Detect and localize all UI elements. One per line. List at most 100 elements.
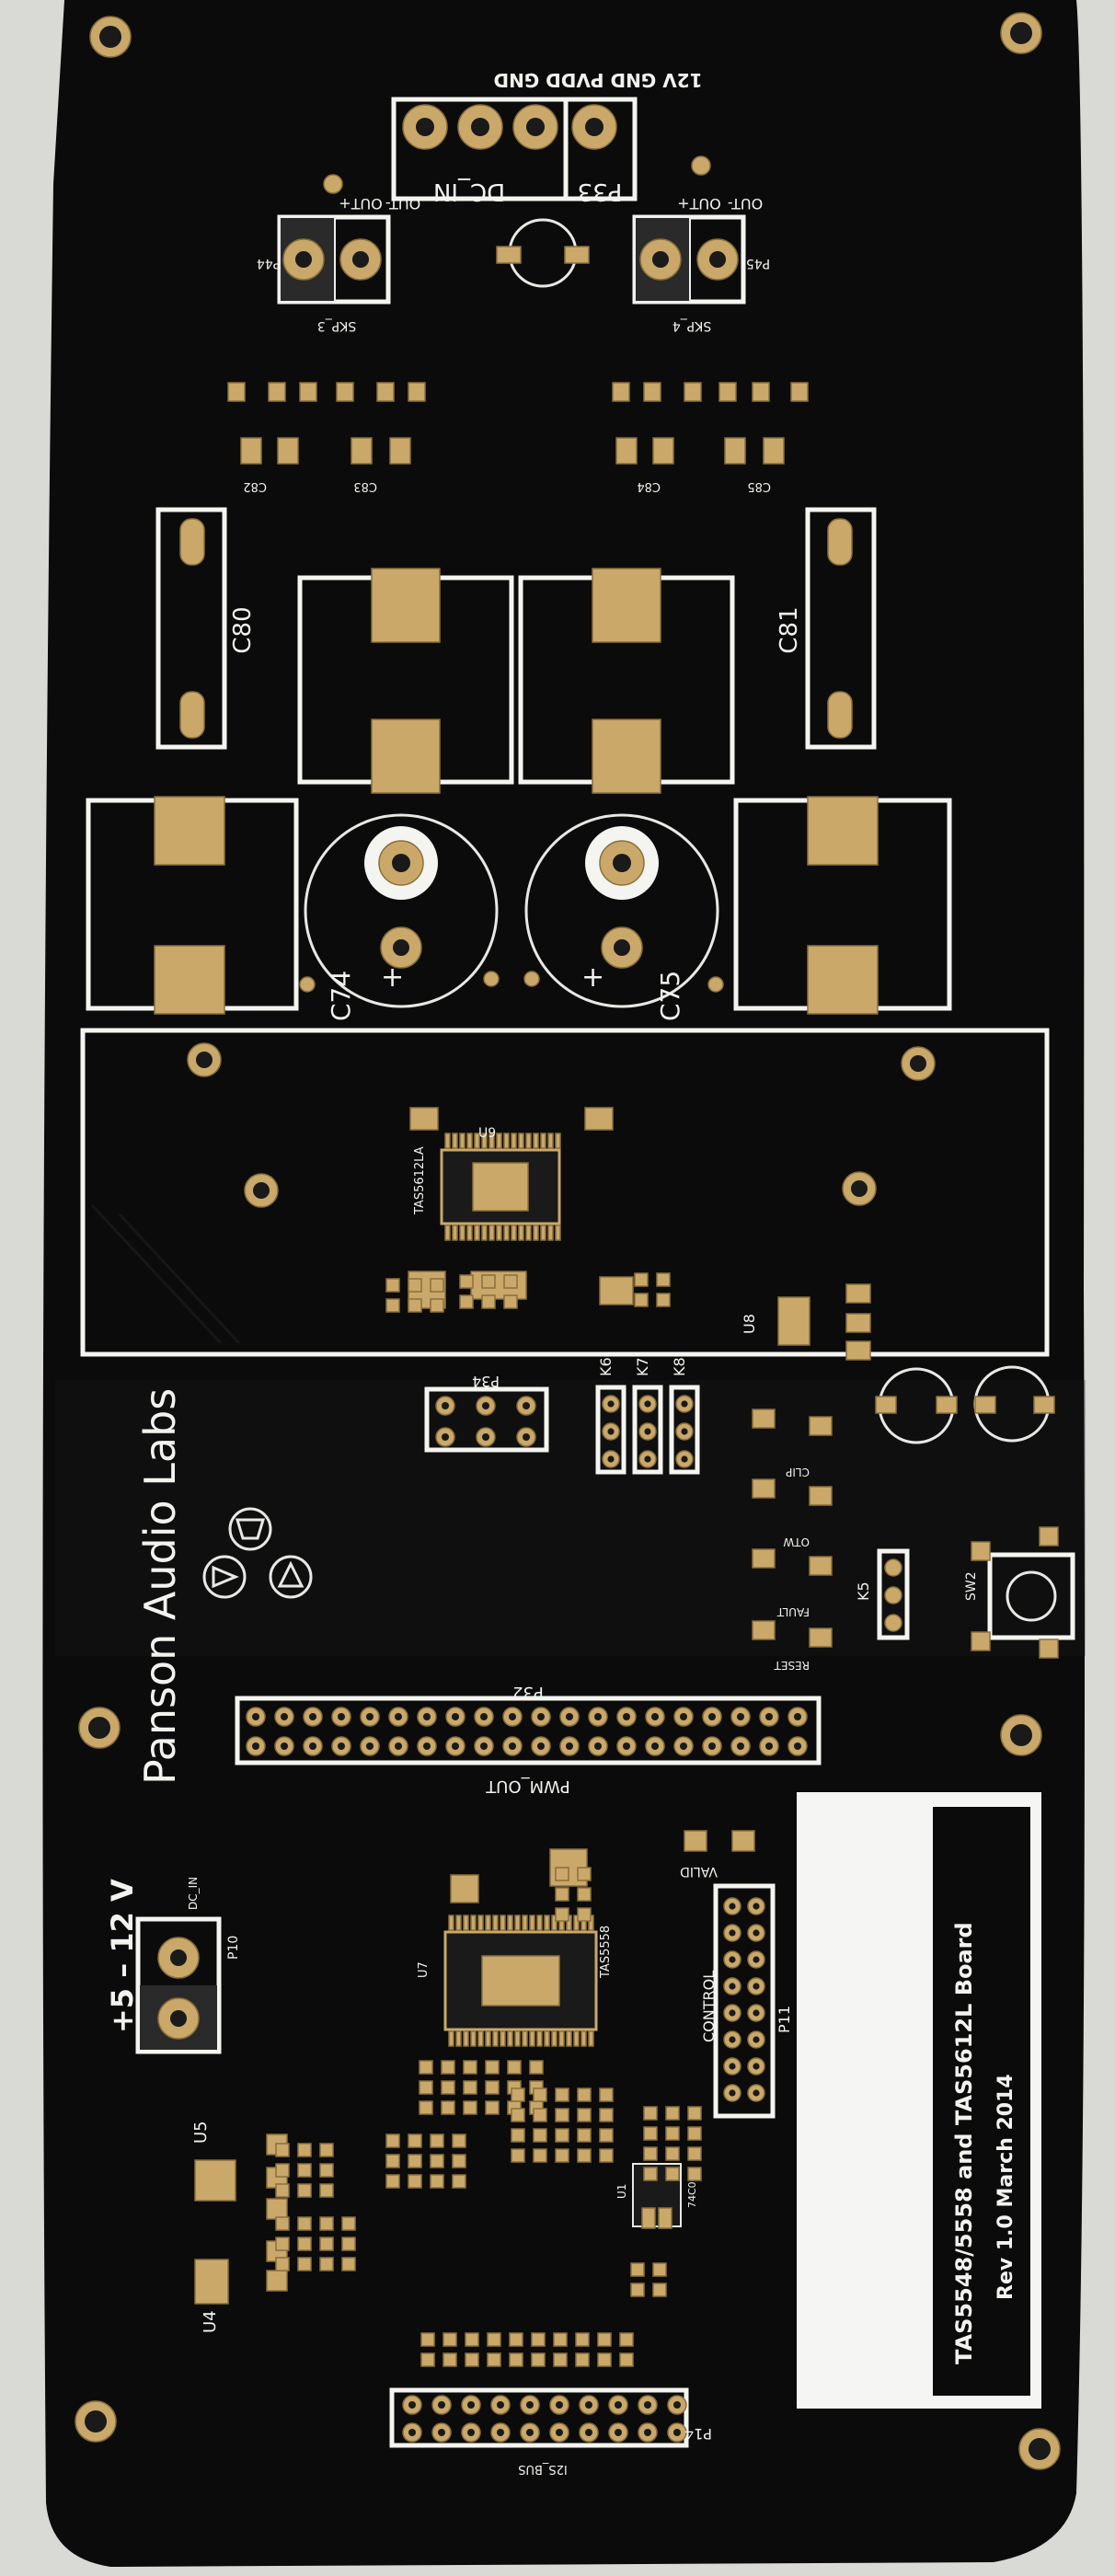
smd-pad [459, 1274, 474, 1289]
pin-drill [395, 1742, 402, 1750]
smd-components [275, 1272, 702, 2367]
smd-pad [430, 2174, 444, 2189]
power-header[interactable]: 12V GND PVDD GND DC_IN P33 [391, 69, 703, 205]
pin-drill [681, 1428, 688, 1435]
header-p34[interactable]: P34 [424, 1373, 549, 1453]
smd-pad [531, 2352, 546, 2367]
smd-pad [555, 2148, 569, 2163]
smd-pad [319, 2257, 334, 2271]
header-p32[interactable]: P32 PWM_OUT [235, 1683, 822, 1796]
smd-pad [555, 1867, 569, 1881]
smd-pad [452, 2154, 466, 2168]
smd-pad [465, 2352, 479, 2367]
smd-pad [687, 2126, 702, 2141]
pin-drill [680, 1742, 687, 1750]
ic-pin [511, 1225, 517, 1241]
ic-pin [518, 1225, 524, 1241]
vias [299, 971, 724, 993]
ic-pin [525, 1225, 532, 1241]
smd-pad [485, 2100, 500, 2115]
ic-pin [533, 1133, 539, 1149]
pin-drill [566, 1713, 573, 1720]
speaker-terminal-right[interactable]: SKP_4 P45 OUT+ OUT- [632, 155, 770, 333]
pin-drill [366, 1713, 374, 1720]
smd-pad [577, 1867, 592, 1881]
smd-pad [555, 1887, 569, 1902]
smd-pad [687, 2146, 702, 2161]
smd-pad [319, 2143, 334, 2157]
u5-label: U5 [191, 2121, 211, 2144]
pin-drill [537, 1742, 545, 1750]
pin-drill [482, 1433, 489, 1441]
cap-c80: C80 [155, 507, 257, 750]
pin-drill [509, 1742, 516, 1750]
smd-pad [341, 2216, 356, 2231]
smd-pad [634, 1293, 649, 1307]
smd-pad [652, 2262, 667, 2277]
ic-pin [474, 1225, 480, 1241]
regulator-u5: U5 [191, 2121, 288, 2220]
ic-pin [547, 1225, 554, 1241]
smd-pad [599, 2087, 614, 2102]
ic-pin [536, 2030, 543, 2047]
ic-pin [477, 1915, 484, 1931]
speaker-terminal-left[interactable]: SKP_3 P44 OUT+ OUT- [257, 174, 420, 333]
smd-pad [656, 1272, 671, 1287]
ic-pin [489, 1225, 495, 1241]
pin-drill [480, 1742, 488, 1750]
pin-drill [644, 2429, 651, 2436]
pin-drill [794, 1742, 801, 1750]
board-title: TAS5548/5558 and TAS5612L Board [951, 1922, 977, 2364]
smd-pad [665, 2146, 680, 2161]
smd-pad [297, 2183, 312, 2198]
smd-pad [419, 2080, 433, 2095]
p10-label: P10 [226, 1936, 241, 1960]
ic-pin [544, 2030, 550, 2047]
header-k5[interactable]: K5 [855, 1548, 910, 1640]
sw2-label: SW2 [964, 1571, 979, 1601]
header-k6[interactable]: K6 [595, 1357, 626, 1475]
reset-switch-sw2[interactable]: SW2 [964, 1526, 1075, 1659]
smd-pad [577, 2108, 592, 2122]
cap-c81: C81 [776, 507, 877, 750]
ic-pin [466, 1133, 473, 1149]
header-k8[interactable]: K8 [669, 1357, 700, 1475]
ic-pin [455, 2030, 462, 2047]
smd-pad [665, 2106, 680, 2121]
header-p14[interactable]: P14 I2S_BUS [389, 2387, 712, 2476]
smd-pad [511, 2087, 525, 2102]
smd-pad [297, 2257, 312, 2271]
smd-pad [385, 2174, 400, 2189]
smd-pad [385, 1298, 400, 1313]
smd-pad [465, 2332, 479, 2347]
ic-pin [452, 1133, 458, 1149]
ic-pin [522, 2030, 528, 2047]
header-p11[interactable]: P11 CONTROL [700, 1883, 793, 2119]
pin-drill [615, 2429, 622, 2436]
ic-pin [555, 1133, 561, 1149]
pin-drill [442, 1402, 449, 1409]
smd-pad [319, 2183, 334, 2198]
pin-drill [467, 2401, 475, 2409]
pin-drill [423, 1713, 431, 1720]
pin-drill [566, 1742, 573, 1750]
smd-pad [597, 2352, 612, 2367]
smd-pad [481, 1294, 496, 1309]
pin-drill [680, 1713, 687, 1720]
clip-label: CLIP [786, 1466, 810, 1478]
smd-pad [599, 2148, 614, 2163]
smd-pad [630, 2283, 645, 2297]
header-k7[interactable]: K7 [632, 1357, 663, 1475]
p32-label: P32 [512, 1683, 544, 1702]
ic-pin [511, 1133, 517, 1149]
c74-label: C74 [326, 971, 356, 1021]
supply-voltage-label: +5 – 12 V [105, 1879, 140, 2033]
ic-pin [496, 1225, 502, 1241]
smd-pad [643, 2167, 658, 2181]
smd-pad [430, 1298, 444, 1313]
pin-drill [509, 1713, 516, 1720]
dc-in-jack-p10[interactable]: P10 DC_IN +5 – 12 V [105, 1877, 241, 2054]
ic-pin [489, 1133, 495, 1149]
smd-pad [687, 2167, 702, 2181]
